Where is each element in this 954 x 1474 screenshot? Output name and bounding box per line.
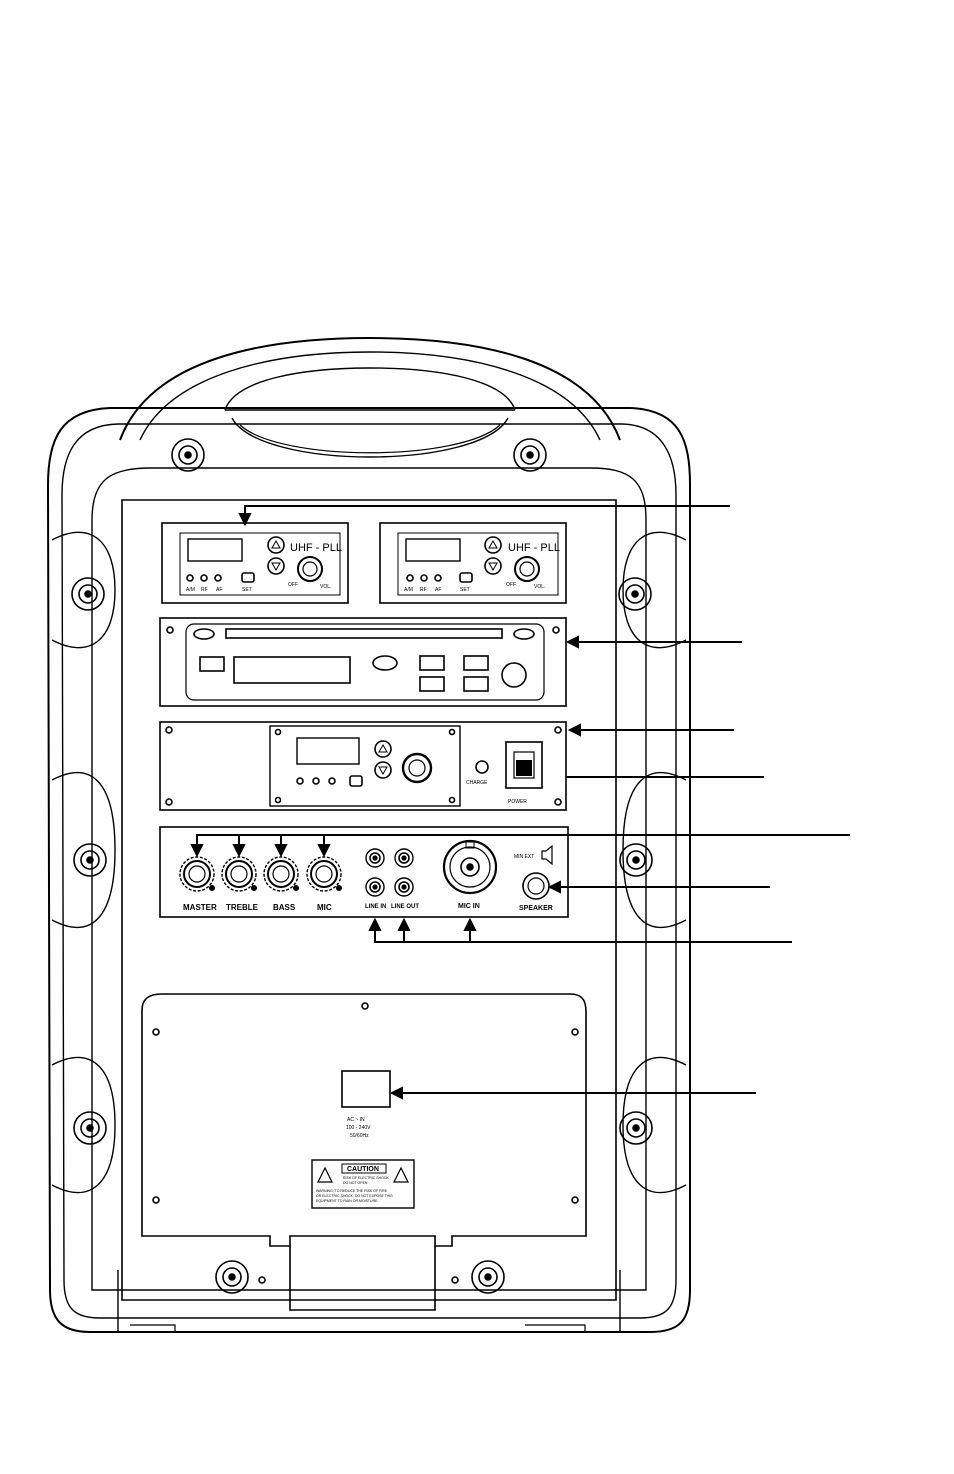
led-label: A/M [404, 587, 413, 593]
line-in-label: LINE IN [365, 904, 386, 910]
arrowhead [565, 635, 579, 649]
warning-text: OR ELECTRIC SHOCK, DO NOT EXPOSE THIS [316, 1194, 393, 1198]
volume-knob[interactable] [514, 556, 540, 582]
disc-slot[interactable] [225, 628, 503, 639]
caution-title: CAUTION [347, 1166, 379, 1173]
master-knob[interactable] [179, 856, 216, 892]
set-button[interactable] [241, 572, 255, 583]
screw [73, 843, 107, 877]
cabinet-body [46, 407, 691, 1333]
speaker-label: SPEAKER [519, 905, 553, 912]
led-label: SET [242, 587, 252, 593]
ac-power-inlet[interactable] [341, 1070, 391, 1108]
mic-in-combo-jack[interactable] [442, 839, 498, 895]
player-button[interactable] [419, 676, 445, 692]
led-label: SET [460, 587, 470, 593]
master-label: MASTER [183, 903, 217, 912]
callout-line-5 [196, 834, 850, 847]
carry-handle [119, 336, 621, 458]
caution-label: CAUTION RISK OF ELECTRIC SHOCK DO NOT OP… [311, 1159, 415, 1209]
screw [618, 577, 652, 611]
callout-line-1 [244, 505, 730, 516]
player-button[interactable] [463, 655, 489, 671]
screw [513, 438, 547, 472]
bass-label: BASS [273, 903, 296, 912]
warning-triangle-icon [393, 1166, 409, 1183]
warning-text: WARNING: TO REDUCE THE RISK OF FIRE [316, 1189, 388, 1193]
screw [471, 1260, 505, 1294]
module-brand-label: UHF - PLL [290, 542, 342, 554]
treble-label: TREBLE [226, 903, 259, 912]
up-button[interactable] [484, 536, 502, 554]
power-switch[interactable] [505, 741, 543, 789]
treble-knob[interactable] [221, 856, 258, 892]
ir-sensor [372, 655, 398, 671]
bass-knob[interactable] [263, 856, 299, 892]
speaker-out-jack[interactable] [522, 872, 550, 900]
led-label: RF [420, 587, 427, 593]
down-button[interactable] [484, 557, 502, 575]
knob-label: VOL. [534, 584, 545, 590]
knob-label: OFF [506, 582, 516, 588]
left-bumpers [51, 531, 116, 1194]
cd-player-module [159, 617, 567, 707]
cabinet-screws [71, 438, 653, 1294]
callout-line-7 [374, 928, 792, 943]
led-label: RF [201, 587, 208, 593]
line-in-jack-top[interactable] [365, 848, 385, 868]
screw [73, 1111, 107, 1145]
caution-text: DO NOT OPEN [343, 1181, 368, 1185]
charge-label: CHARGE [466, 780, 488, 786]
speaker-icon [541, 844, 553, 866]
callout-arrows [190, 505, 850, 1100]
knob-label: VOL. [320, 584, 331, 590]
knob-label: OFF [288, 582, 298, 588]
player-jog-knob[interactable] [501, 662, 527, 688]
arrowhead [567, 723, 581, 737]
volume-knob[interactable] [401, 752, 433, 784]
set-button[interactable] [459, 572, 473, 583]
screw [619, 1111, 653, 1145]
warning-triangle-icon [317, 1166, 333, 1183]
line-out-jack-top[interactable] [394, 848, 414, 868]
rca-jacks [365, 848, 414, 897]
line-out-label: LINE OUT [391, 904, 419, 910]
rear-lower-panel: AC ~ IN 100 - 240V 50/60Hz CAUTION RISK … [141, 993, 587, 1311]
player-button[interactable] [463, 676, 489, 692]
down-button[interactable] [267, 557, 285, 575]
speaker-mode-label: MIN EXT [514, 854, 534, 860]
led-label: AF [216, 587, 222, 593]
mixer-panel: MASTER TREBLE BASS MIC LINE IN LINE OUT … [159, 826, 569, 918]
volume-knob[interactable] [297, 556, 323, 582]
frequency-label: 50/60Hz [350, 1133, 369, 1139]
mic-label: MIC [317, 903, 332, 912]
eject-button[interactable] [199, 656, 225, 672]
arrowhead [238, 513, 252, 527]
led-label: A/M [186, 587, 195, 593]
screw [215, 1260, 249, 1294]
line-in-jack-bottom[interactable] [365, 877, 385, 897]
power-label: POWER [508, 799, 527, 805]
screw [619, 843, 653, 877]
caution-text: RISK OF ELECTRIC SHOCK [343, 1176, 389, 1180]
up-button[interactable] [267, 536, 285, 554]
wireless-module-2: UHF - PLL A/M RF AF SET OFF VOL. [379, 522, 567, 604]
screw [171, 438, 205, 472]
warning-text: EQUIPMENT TO RAIN OR MOISTURE. [316, 1199, 378, 1203]
mic-in-label: MIC IN [458, 903, 480, 910]
charge-indicator [475, 760, 489, 774]
line-out-jack-bottom[interactable] [394, 877, 414, 897]
player-button[interactable] [419, 655, 445, 671]
player-display [233, 656, 351, 684]
receiver-power-module: CHARGE POWER [159, 721, 567, 811]
module-brand-label: UHF - PLL [508, 542, 560, 554]
wireless-module-1: UHF - PLL A/M RF AF SET OFF VOL. [161, 522, 349, 604]
voltage-label: 100 - 240V [346, 1125, 371, 1131]
set-button[interactable] [349, 775, 363, 787]
ac-in-label: AC ~ IN [347, 1117, 365, 1123]
mic-knob[interactable] [306, 856, 342, 892]
led-label: AF [435, 587, 441, 593]
screw [71, 577, 105, 611]
